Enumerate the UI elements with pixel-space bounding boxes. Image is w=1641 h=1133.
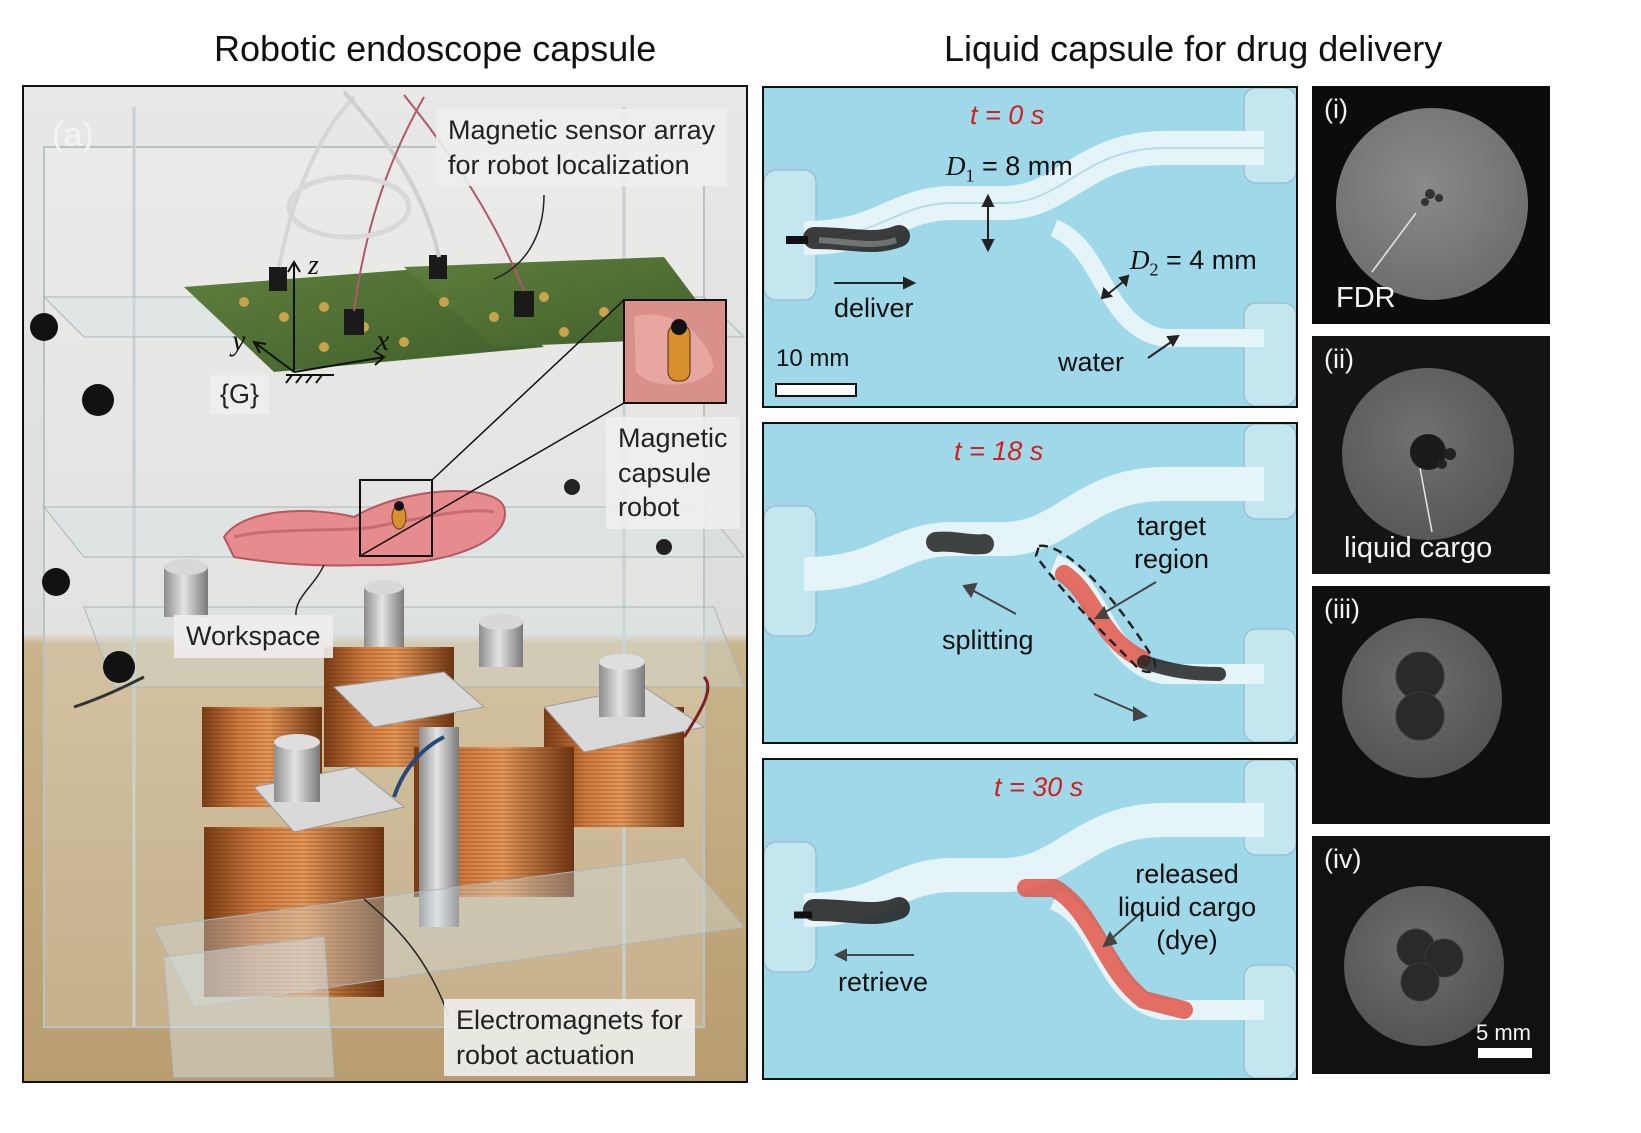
time-label-t18: t = 18 s [954, 436, 1044, 466]
snapshot-t30: t = 30 s released liquid cargo (dye) ret… [762, 758, 1298, 1080]
micrograph-iv: (iv) 5 mm [1312, 836, 1550, 1074]
axis-z-label: z [308, 250, 319, 281]
micrograph-i: (i) FDR [1312, 86, 1550, 324]
channel-illustration-t30 [764, 760, 1296, 1078]
snapshot-t0: t = 0 s D1 = 8 mm D2 = 4 mm deliver wate… [762, 86, 1298, 408]
axis-x-label: x [376, 324, 390, 357]
time-label-t30: t = 30 s [994, 772, 1084, 802]
droplet-iii [1342, 618, 1502, 778]
target-region-label: target region [1134, 511, 1210, 574]
d2-value: = 4 mm [1158, 245, 1257, 275]
micrograph-i-label: (i) [1324, 94, 1348, 124]
d1-subscript: 1 [965, 165, 975, 186]
time-label-t0: t = 0 s [970, 100, 1045, 130]
scale-bar-10mm-label: 10 mm [776, 345, 850, 372]
channel-illustration-t0 [764, 88, 1296, 406]
micrograph-iii-label: (iii) [1324, 594, 1360, 624]
d1-value: = 8 mm [974, 151, 1073, 181]
sensor-array-label: Magnetic sensor array for robot localiza… [436, 109, 728, 187]
micrograph-iv-label: (iv) [1324, 844, 1362, 874]
droplet-iv [1344, 886, 1532, 1058]
micrograph-iii: (iii) [1312, 586, 1550, 824]
workspace-label: Workspace [174, 615, 333, 658]
released-cargo-label: released liquid cargo (dye) [1118, 859, 1257, 955]
platform-illustration [24, 87, 746, 1081]
snapshot-t18: t = 18 s target region splitting [762, 422, 1298, 744]
channel-illustration-t18 [764, 424, 1296, 742]
d1-symbol: D [946, 151, 966, 181]
water-label: water [1058, 347, 1125, 377]
robotic-platform-photo: (a) Magnetic sensor array for robot loca… [22, 85, 748, 1083]
micrograph-ii: (ii) liquid cargo [1312, 336, 1550, 574]
deliver-label: deliver [834, 293, 914, 323]
capsule-robot-label: Magnetic capsule robot [606, 417, 740, 529]
retrieve-label: retrieve [838, 967, 929, 997]
splitting-label: splitting [942, 625, 1034, 655]
liquid-cargo-label: liquid cargo [1344, 532, 1493, 564]
electromagnets-label: Electromagnets for robot actuation [444, 999, 695, 1077]
d1-label: D1 = 8 mm [946, 150, 1073, 187]
d2-symbol: D [1130, 245, 1150, 275]
panel-label-a: (a) [52, 116, 94, 154]
right-heading: Liquid capsule for drug delivery [944, 28, 1443, 69]
global-frame-label: {G} [210, 375, 270, 414]
droplet-i [1336, 108, 1528, 300]
left-heading: Robotic endoscope capsule [214, 28, 657, 69]
droplet-ii [1342, 368, 1514, 540]
axis-y-label: y [232, 324, 246, 357]
scale-bar-5mm-label: 5 mm [1476, 1020, 1531, 1045]
d2-subscript: 2 [1149, 259, 1159, 280]
d2-label: D2 = 4 mm [1130, 244, 1257, 281]
micrograph-ii-label: (ii) [1324, 344, 1354, 374]
fdr-label: FDR [1336, 282, 1396, 314]
